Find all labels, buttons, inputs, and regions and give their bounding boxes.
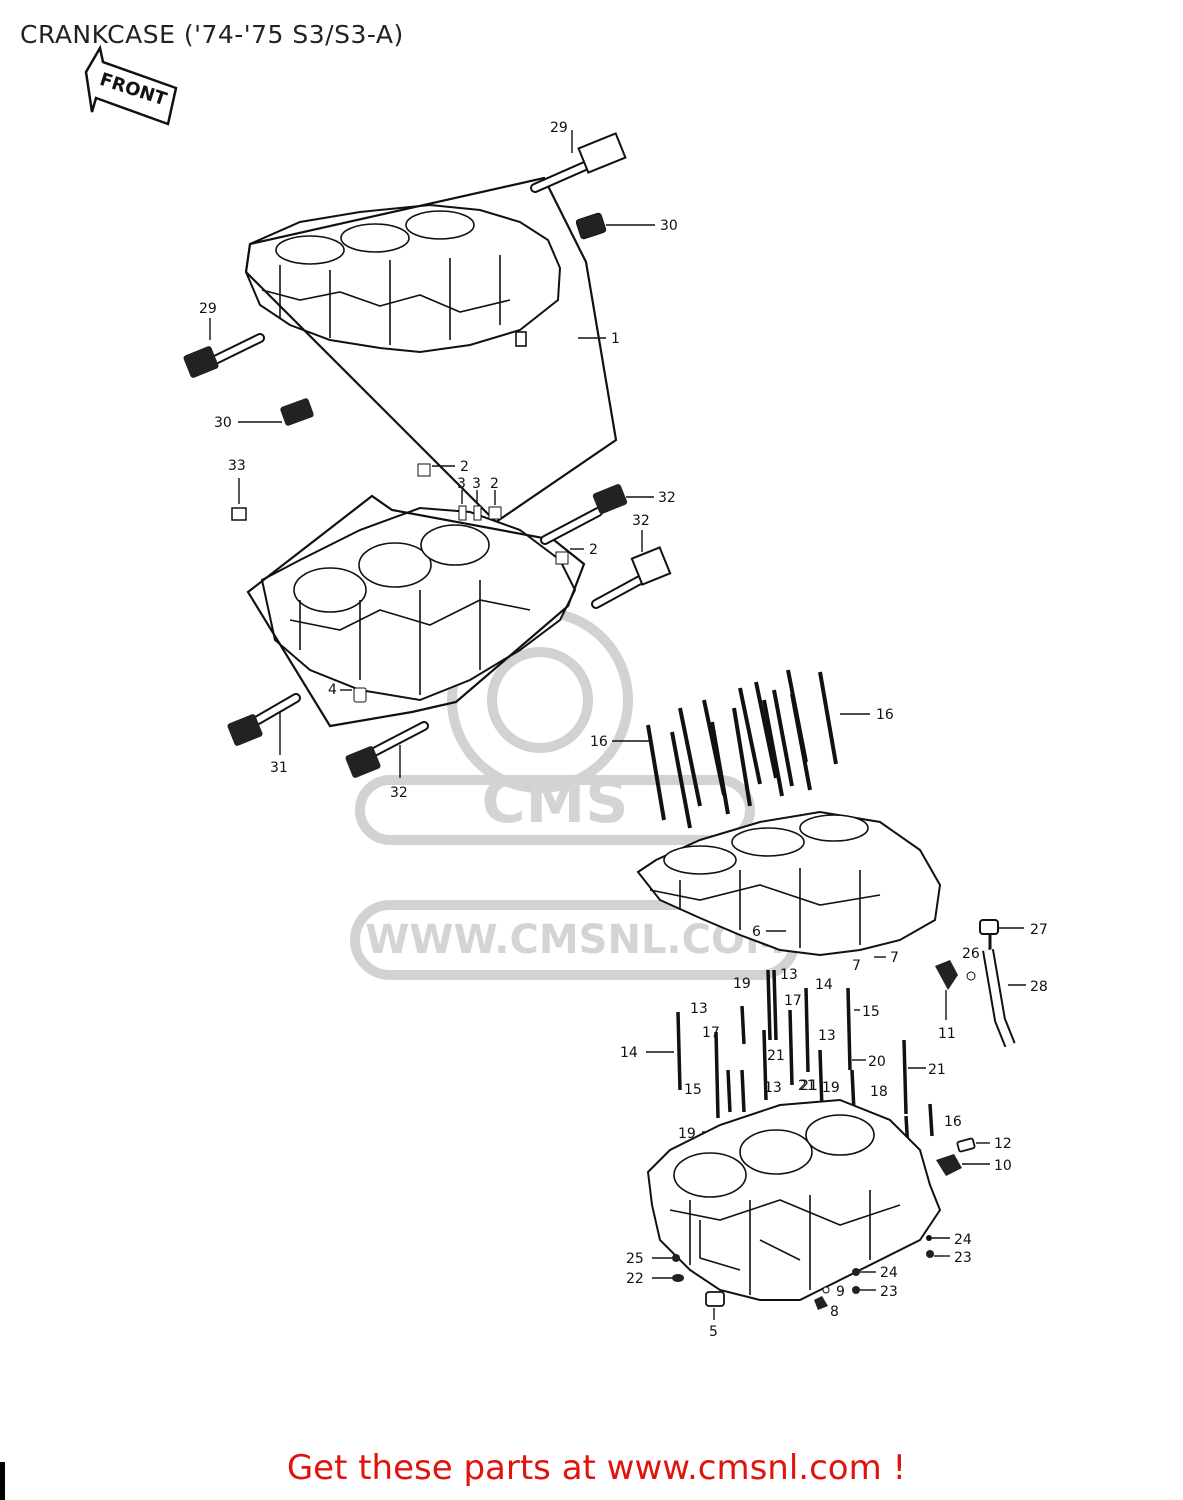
callout-label: 11 [938, 1026, 956, 1042]
callout-label: 24 [954, 1232, 972, 1248]
stud-29-left: 29 [183, 301, 265, 378]
callout-label: 13 [690, 1001, 708, 1017]
studs-16 [646, 669, 838, 829]
callout-label: 3 [472, 476, 481, 492]
callout-label: 13 [764, 1080, 782, 1096]
callout-label: 33 [228, 458, 246, 474]
callout-label: 21 [800, 1078, 818, 1094]
watermark-logo-text: CMS [482, 767, 629, 837]
callout-label: 30 [660, 218, 678, 234]
footer-text: Get these parts at www.cmsnl.com ! [286, 1448, 907, 1488]
callout-label: 16 [590, 734, 608, 750]
callout-label: 15 [684, 1082, 702, 1098]
callout-label: 29 [550, 120, 568, 136]
bracket-10: 10 [936, 1154, 1012, 1176]
plug-4: 4 [328, 682, 367, 703]
callout-label: 23 [954, 1250, 972, 1266]
stud-32-upper: 32 [540, 484, 676, 545]
callout-label: 19 [822, 1080, 840, 1096]
callout-label: 15 [862, 1004, 880, 1020]
callout-label: 29 [199, 301, 217, 317]
callout-label: 21 [767, 1048, 785, 1064]
callout-label: 25 [626, 1251, 644, 1267]
callout-label: 18 [870, 1084, 888, 1100]
dowel-30-upper: 30 [575, 212, 678, 240]
dowel-33: 33 [228, 458, 247, 521]
upper-crankcase-half-right [636, 810, 942, 957]
lower-crankcase-half [260, 506, 577, 702]
stud-32-lower: 32 [345, 721, 429, 801]
callout-label: 10 [994, 1158, 1012, 1174]
callout-label: 5 [709, 1324, 718, 1340]
callout-label: 14 [815, 977, 833, 993]
bolts-group [676, 969, 934, 1151]
fitting-12: 12 [956, 1136, 1012, 1153]
callout-label: 12 [994, 1136, 1012, 1152]
callout-label: 20 [868, 1054, 886, 1070]
callout-label: 17 [784, 993, 802, 1009]
callout-label: 31 [270, 760, 288, 776]
plug-5: 5 [705, 1291, 725, 1340]
callout-label: 2 [490, 476, 499, 492]
callout-label: 13 [780, 967, 798, 983]
stud-32-right: 32 [591, 513, 672, 609]
callout-label: 14 [620, 1045, 638, 1061]
callout-label: 19 [678, 1126, 696, 1142]
callout-label: 21 [798, 1078, 816, 1094]
front-arrow-icon: FRONT [84, 44, 178, 126]
callout-label: 27 [1030, 922, 1048, 938]
callout-label: 21 [928, 1062, 946, 1078]
callout-label: 7 [852, 958, 861, 974]
callout-label: 26 [962, 946, 980, 962]
callout-label: 23 [880, 1284, 898, 1300]
dowel-30-left: 30 [214, 398, 314, 431]
breather-hose-28: 28 [982, 948, 1048, 1048]
bracket-11: 11 [935, 960, 958, 1042]
footer-link[interactable]: Get these parts at www.cmsnl.com ! [0, 1448, 1183, 1488]
callout-label: 22 [626, 1271, 644, 1287]
callout-label: 2 [589, 542, 598, 558]
crankcase-diagram: CMS WWW.CMSNL.COM FRONT 29 [84, 44, 1048, 1340]
callout-label: 32 [632, 513, 650, 529]
page-title: CRANKCASE ('74-'75 S3/S3-A) [20, 20, 404, 49]
callout-label: 8 [830, 1304, 839, 1320]
callout-label: 1 [611, 331, 620, 347]
callout-label: 9 [836, 1284, 845, 1300]
callout-label: 7 [890, 950, 899, 966]
stud-31: 31 [227, 693, 301, 776]
callout-label: 4 [328, 682, 337, 698]
upper-crankcase-half [244, 203, 562, 354]
callout-label: 13 [818, 1028, 836, 1044]
callout-label: 16 [876, 707, 894, 723]
callout-label: 6 [752, 924, 761, 940]
callout-label: 30 [214, 415, 232, 431]
callout-label: 2 [460, 459, 469, 475]
callout-label: 32 [390, 785, 408, 801]
callout-label: 19 [733, 976, 751, 992]
corner-mark [0, 1462, 5, 1500]
callout-label: 17 [702, 1025, 720, 1041]
callout-label: 16 [944, 1114, 962, 1130]
callout-label: 3 [457, 476, 466, 492]
breather-fitting-27: 27 [979, 919, 1048, 950]
callout-label: 32 [658, 490, 676, 506]
stud-29-upper: 29 [530, 120, 627, 193]
callout-label: 24 [880, 1265, 898, 1281]
lower-crankcase-half-right [646, 1098, 942, 1301]
callout-label: 28 [1030, 979, 1048, 995]
